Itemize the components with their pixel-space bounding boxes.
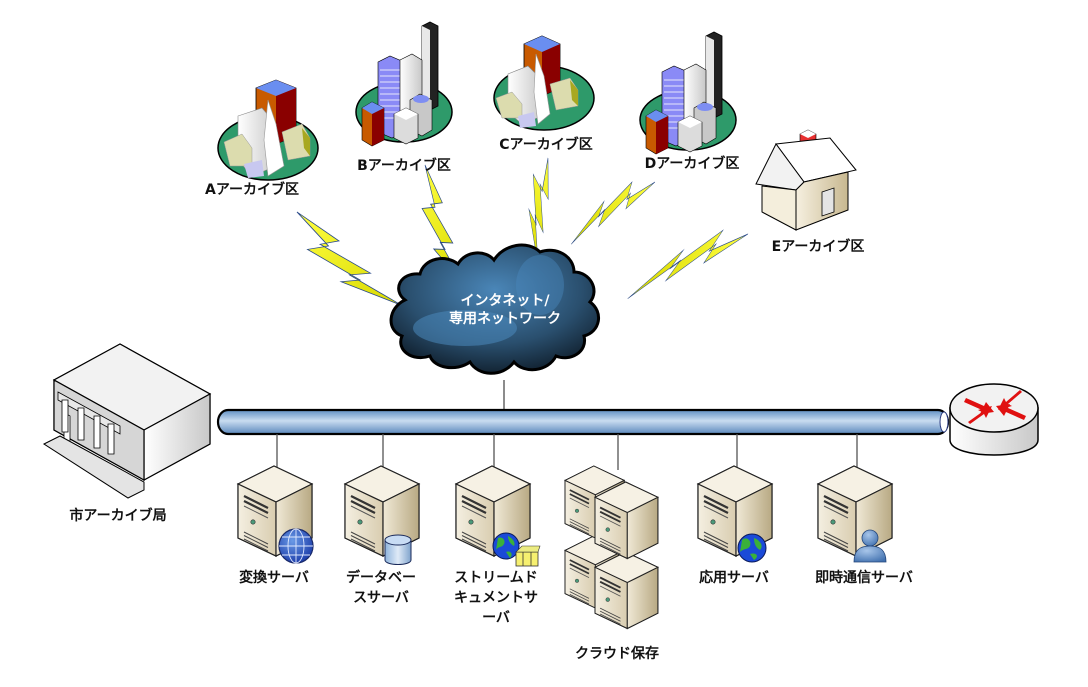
router[interactable]	[949, 383, 1039, 456]
government-building-icon	[42, 343, 212, 499]
district-b[interactable]: Bアーカイブ区	[355, 21, 453, 174]
server-database-label-line2: スサーバ	[353, 590, 409, 606]
server-database-label-line1: データベー	[346, 569, 416, 586]
bus-drops	[276, 434, 858, 470]
cloud-highlight	[413, 310, 517, 346]
link-e-to-cloud	[627, 199, 749, 333]
server-cloud-storage-label: クラウド保存	[575, 645, 659, 662]
district-c-label: Cアーカイブ区	[499, 136, 592, 153]
database-cylinder-icon	[384, 534, 412, 565]
city-archive-hq[interactable]: 市アーカイブ局	[42, 343, 212, 524]
server-application[interactable]: 応用サーバ	[696, 464, 774, 586]
server-conversion[interactable]: 変換サーバ	[236, 464, 314, 586]
network-bus[interactable]	[216, 408, 950, 436]
city-buildings-icon	[639, 31, 737, 155]
router-icon	[949, 383, 1039, 456]
cloud-highlight	[516, 255, 564, 315]
server-instant-messaging-label: 即時通信サーバ	[815, 569, 913, 586]
internet-cloud[interactable]	[389, 243, 600, 410]
district-d[interactable]: Dアーカイブ区	[639, 31, 740, 172]
church-town-icon	[217, 79, 319, 181]
church-town-icon	[493, 35, 595, 131]
globe-film-icon	[492, 532, 541, 567]
server-streaming-label-line2: キュメントサ	[454, 590, 538, 606]
server-streaming-label-line1: ストリームド	[454, 570, 538, 586]
server-instant-messaging[interactable]: 即時通信サーバ	[815, 464, 913, 586]
district-a-label: Aアーカイブ区	[205, 181, 299, 198]
house-icon	[755, 129, 857, 231]
district-b-label: Bアーカイブ区	[357, 157, 451, 174]
server-conversion-label: 変換サーバ	[239, 569, 309, 586]
district-e-label: Eアーカイブ区	[772, 238, 865, 255]
link-a-to-cloud	[296, 211, 403, 306]
district-d-label: Dアーカイブ区	[645, 155, 740, 172]
server-database[interactable]: データベー スサーバ	[343, 464, 421, 606]
server-cluster-icon	[564, 465, 659, 630]
district-c[interactable]: Cアーカイブ区	[493, 35, 595, 153]
server-tower-icon	[816, 464, 894, 558]
link-d-to-cloud	[570, 160, 656, 266]
district-a[interactable]: Aアーカイブ区	[205, 79, 319, 198]
city-buildings-icon	[355, 21, 453, 147]
globe-wireframe-icon	[278, 528, 314, 564]
cloud-label: インタネット/ 専用ネットワーク	[449, 293, 561, 327]
server-streaming-label-line3: ーバ	[482, 610, 510, 626]
hq-label: 市アーカイブ局	[69, 507, 166, 524]
district-e[interactable]: Eアーカイブ区	[755, 129, 865, 255]
server-streaming-document[interactable]: ストリームド キュメントサ ーバ	[454, 464, 541, 626]
server-application-label: 応用サーバ	[699, 569, 769, 586]
server-cloud-storage[interactable]: クラウド保存	[564, 465, 659, 662]
globe-icon	[737, 533, 767, 563]
user-icon	[853, 529, 887, 563]
